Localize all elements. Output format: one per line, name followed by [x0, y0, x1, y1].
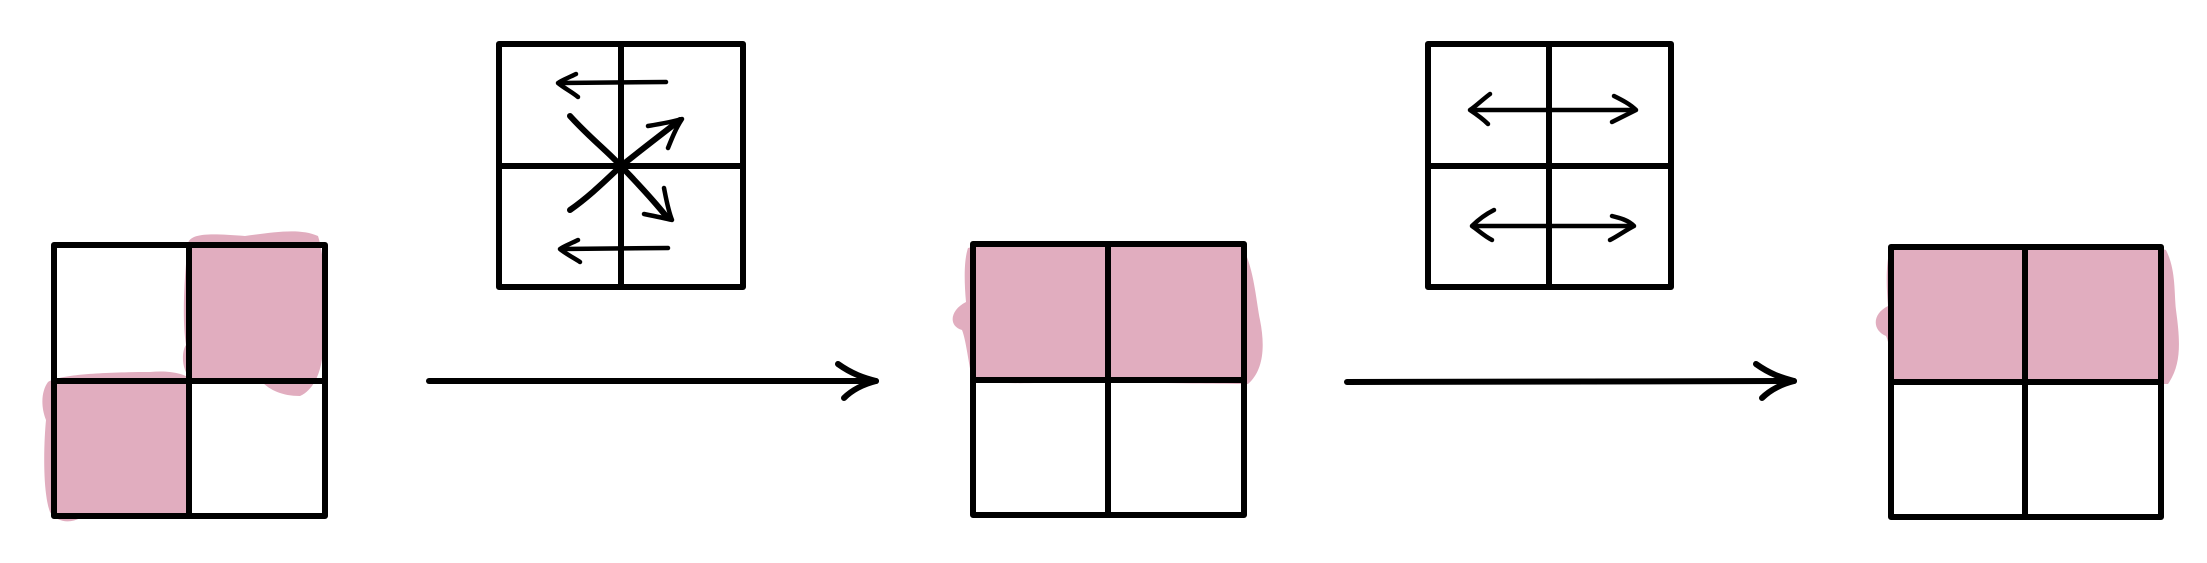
operator-2 [1425, 41, 1674, 290]
final-grid [1875, 244, 2179, 520]
right-arrow-icon [835, 361, 879, 401]
double-headed-horizontal-arrow-icon [1469, 207, 1637, 243]
diagonal-cross-arrows-icon [567, 113, 685, 223]
middle-grid [952, 241, 1263, 518]
operator-1 [496, 41, 746, 290]
left-arrow-icon [557, 237, 583, 265]
right-arrow-shaft [1344, 378, 1797, 385]
left-arrow-shaft [559, 245, 671, 252]
left-arrow-shaft [557, 79, 669, 86]
left-arrow-icon [555, 71, 581, 100]
initial-grid [42, 231, 328, 522]
highlight-top-right [182, 231, 324, 396]
highlight-bottom-left [42, 371, 192, 522]
transition-arrow-1 [426, 361, 879, 401]
transition-arrow-2 [1344, 361, 1797, 401]
double-headed-horizontal-arrow-icon [1467, 91, 1639, 127]
right-arrow-icon [1753, 361, 1797, 401]
